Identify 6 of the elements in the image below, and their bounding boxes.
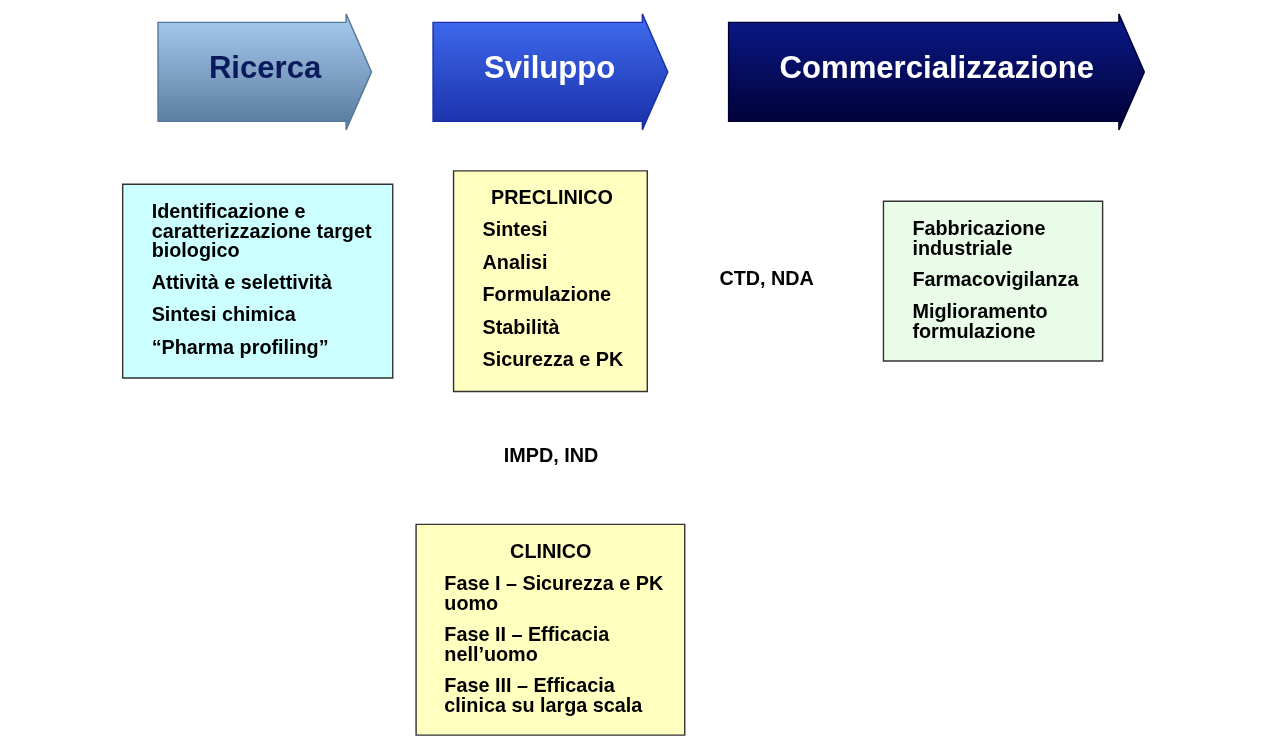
- label: IMPD, IND: [503, 443, 598, 466]
- node-box: CLINICO Fase I – Sicurezza e PK uomo Fase II – Efficacia nell’uomo Fase III – Efficacia clinica su larga scala: [414, 523, 685, 736]
- label: CTD, NDA: [718, 266, 814, 289]
- node-box: Fabbricazione industriale Farmacovigilanza Miglioramento formulazione: [882, 200, 1103, 362]
- node-box: PRECLINICO Sintesi Analisi Formulazione Stabilità Sicurezza e PK: [452, 170, 648, 393]
- node-box: Identificazione e caratterizzazione target biologico Attività e selettività Sintesi chimica “Pharma profiling”: [121, 183, 393, 379]
